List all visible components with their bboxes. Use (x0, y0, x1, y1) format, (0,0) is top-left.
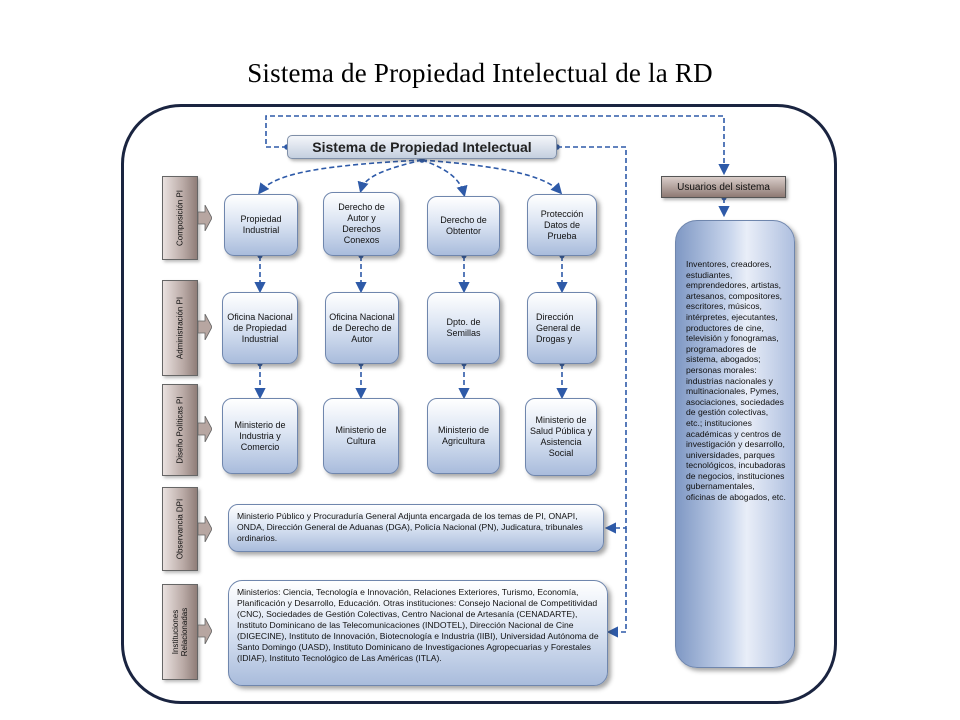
box-ministerio-industria: Ministerio de Industria y Comercio (222, 398, 298, 474)
box-onapi: Oficina Nacional de Propiedad Industrial (222, 292, 298, 364)
box-ministerio-agricultura: Ministerio de Agricultura (427, 398, 500, 474)
arrow-observancia (198, 516, 212, 542)
box-derecho-autor: Derecho de Autor y Derechos Conexos (323, 192, 400, 256)
box-observancia: Ministerio Público y Procuraduría Genera… (228, 504, 604, 552)
box-direccion-drogas: Dirección General de Drogas y (527, 292, 597, 364)
box-ministerio-cultura: Ministerio de Cultura (323, 398, 399, 474)
arrow-composicion (198, 205, 212, 231)
box-onda: Oficina Nacional de Derecho de Autor (325, 292, 399, 364)
tab-composicion: Composición PI (162, 176, 198, 260)
users-title: Usuarios del sistema (661, 176, 786, 198)
arrow-relacionadas (198, 618, 212, 644)
box-propiedad-industrial: Propiedad Industrial (224, 194, 298, 256)
users-list: Inventores, creadores, estudiantes, empr… (675, 220, 795, 668)
box-dpto-semillas: Dpto. de Semillas (427, 292, 500, 364)
diagram-frame (121, 104, 837, 704)
tab-diseno: Diseño Políticas PI (162, 384, 198, 476)
box-derecho-obtentor: Derecho de Obtentor (427, 196, 500, 256)
system-header: Sistema de Propiedad Intelectual (287, 135, 557, 159)
tab-observancia: Observancia DPI (162, 487, 198, 571)
page-title: Sistema de Propiedad Intelectual de la R… (247, 58, 713, 88)
arrow-administracion (198, 314, 212, 340)
box-datos-prueba: Protección Datos de Prueba (527, 194, 597, 256)
tab-relacionadas: Instituciones Relacionadas (162, 584, 198, 680)
arrow-diseno (198, 416, 212, 442)
box-ministerio-salud: Ministerio de Salud Pública y Asistencia… (525, 398, 597, 476)
tab-administracion: Administración PI (162, 280, 198, 376)
box-relacionadas: Ministerios: Ciencia, Tecnología e Innov… (228, 580, 608, 686)
